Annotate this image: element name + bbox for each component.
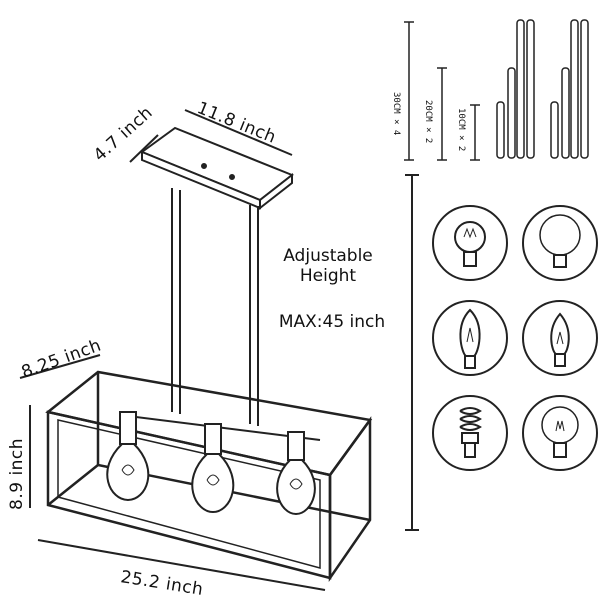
globe-frosted-bulb-icon	[539, 214, 581, 268]
canopy	[139, 126, 294, 211]
adjustable-height-note: Adjustable Height	[268, 246, 388, 286]
rod-scales	[404, 21, 480, 161]
bulb-option-globe-filament	[432, 205, 508, 281]
bulb-option-st64-filament	[432, 300, 508, 376]
max-height-label: MAX:45 inch	[278, 312, 386, 332]
frame-height-label: 8.9 inch	[7, 438, 27, 510]
spiral-cfl-bulb-icon	[459, 407, 482, 458]
rod-short-label: 10CM × 2	[456, 108, 466, 151]
bulb-option-globe-led	[522, 395, 598, 471]
frame-dimension-lines	[19, 174, 419, 591]
edison-filament-bulb-icon	[550, 312, 570, 367]
frame-bulb-1	[106, 411, 150, 502]
globe-led-bulb-icon	[541, 406, 579, 458]
frame-bulbs	[106, 411, 316, 516]
hanging-rods	[171, 188, 259, 426]
frame-bulb-2	[191, 423, 235, 514]
frame-bulb-3	[276, 431, 316, 516]
bulb-option-spiral-cfl	[432, 395, 508, 471]
bulb-option-edison-filament	[522, 300, 598, 376]
rod-long-label: 30CM × 4	[391, 92, 401, 135]
adjustable-label: Adjustable	[283, 246, 373, 266]
height-label: Height	[299, 266, 357, 286]
frame-width-label: 25.2 inch	[119, 567, 204, 600]
canopy-dimension-lines	[129, 109, 293, 163]
bulb-option-globe-frosted	[522, 205, 598, 281]
rod-medium-label: 20CM × 2	[423, 100, 433, 143]
frame-depth-label: 8.25 inch	[19, 335, 104, 382]
globe-filament-bulb-icon	[454, 221, 486, 267]
rods-illustration	[496, 19, 589, 159]
st64-filament-bulb-icon	[459, 308, 481, 369]
